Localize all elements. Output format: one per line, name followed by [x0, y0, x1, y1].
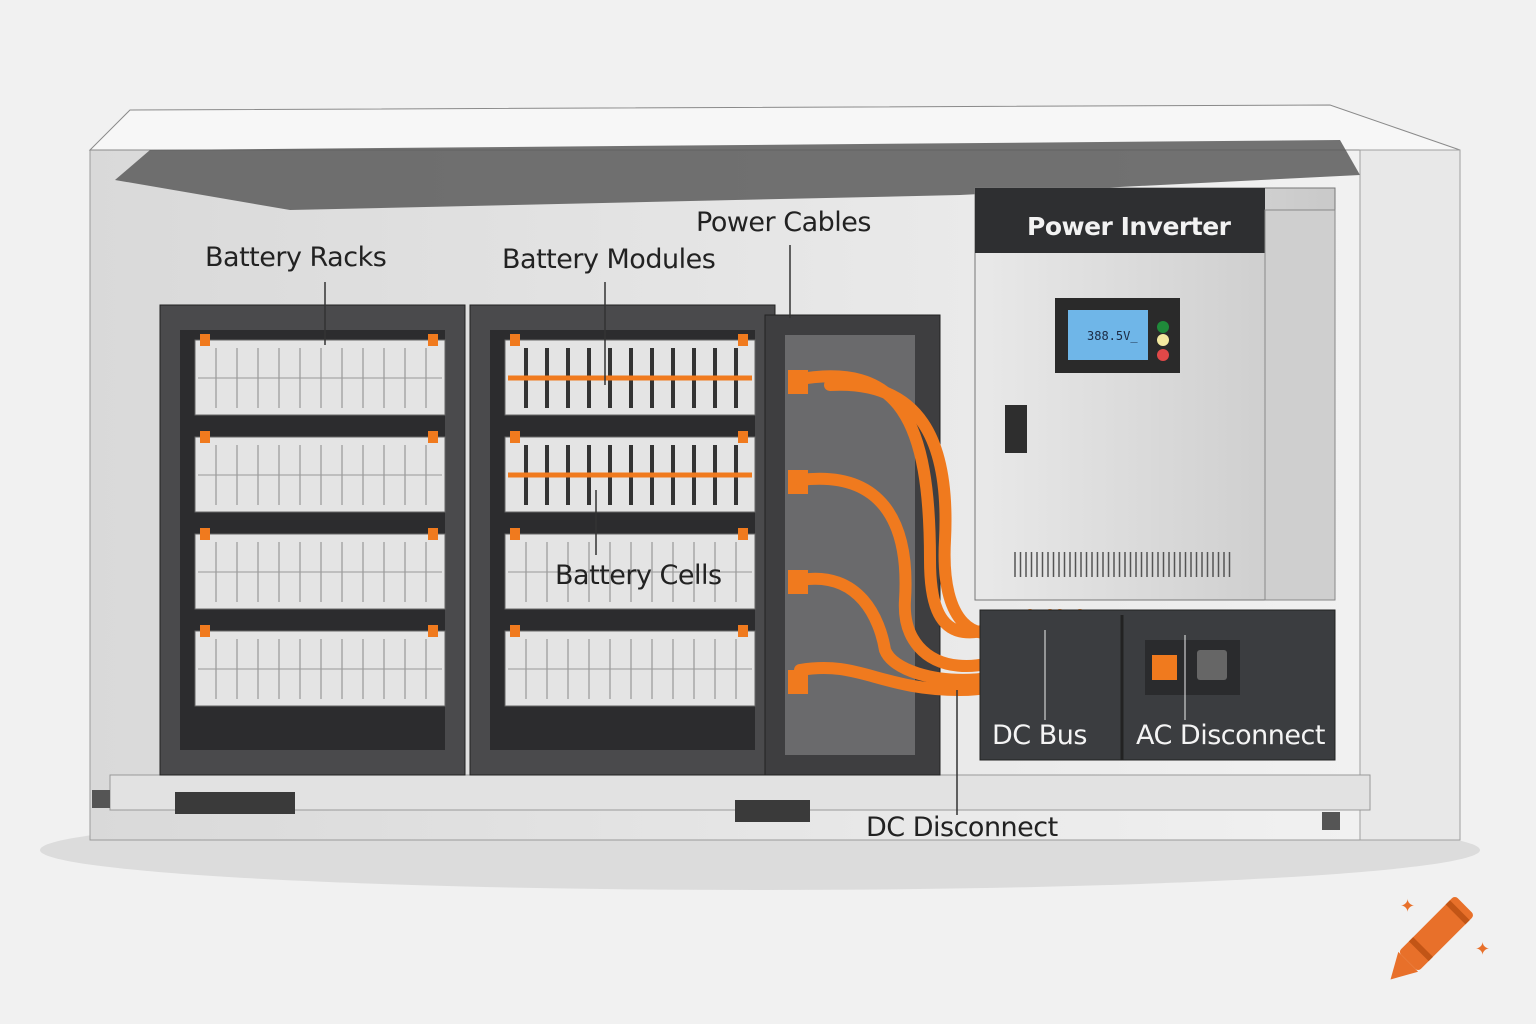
crayon-logo-icon	[1390, 897, 1473, 980]
door-handle	[1005, 405, 1027, 453]
label-dc-disconnect: DC Disconnect	[866, 812, 1058, 843]
inverter-display	[1068, 310, 1148, 360]
label-battery-cells: Battery Cells	[555, 560, 722, 591]
yellow-indicator-icon	[1157, 334, 1169, 346]
label-battery-modules: Battery Modules	[502, 244, 716, 275]
battery-module	[504, 625, 756, 707]
battery-module	[194, 625, 446, 707]
battery-module	[194, 431, 446, 513]
red-indicator-icon	[1157, 349, 1169, 361]
label-ac-disconnect: AC Disconnect	[1136, 720, 1325, 751]
battery-module	[504, 431, 756, 513]
battery-module	[194, 528, 446, 610]
sparkle-icon: ✦	[1400, 896, 1415, 917]
ac-disconnect-indicator	[1152, 655, 1177, 680]
sparkle-icon: ✦	[1475, 939, 1490, 960]
label-power-inverter: Power Inverter	[1027, 212, 1231, 241]
label-battery-racks: Battery Racks	[205, 242, 387, 273]
label-leader-lines	[324, 245, 958, 815]
green-indicator-icon	[1157, 321, 1169, 333]
battery-module	[504, 528, 756, 610]
power-inverter	[974, 187, 1336, 761]
battery-module	[194, 334, 446, 416]
battery-rack	[159, 304, 466, 776]
inverter-display-readout: 388.5V_	[1087, 329, 1138, 343]
battery-rack	[469, 304, 776, 776]
ac-disconnect-switch	[1197, 650, 1227, 680]
battery-module	[504, 334, 756, 416]
battery-racks	[159, 304, 941, 776]
label-power-cables: Power Cables	[696, 207, 871, 238]
label-dc-bus: DC Bus	[992, 720, 1087, 751]
